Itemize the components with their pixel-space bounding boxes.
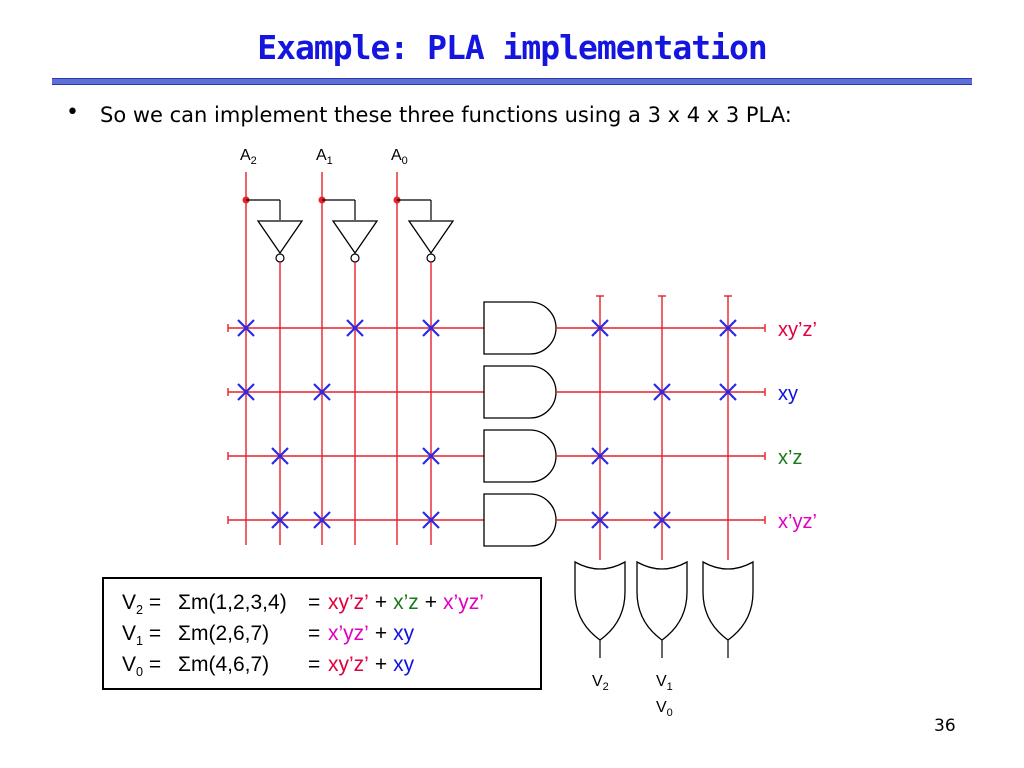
inverter-bubble-2 (426, 253, 436, 263)
equation-term: x’z (393, 591, 419, 614)
equation-term: + (374, 591, 388, 614)
equation-term: x’yz’ (328, 622, 369, 645)
product-term-label-2: x’z (778, 447, 802, 469)
inverter-icon-1 (331, 220, 379, 255)
equation-term: + (424, 591, 438, 614)
equation-term: x’yz’ (443, 591, 484, 614)
equation-term: + (374, 622, 388, 645)
equation-term: xy’z’ (328, 653, 369, 676)
equation-equals: = (308, 591, 321, 614)
equation-equals: = (308, 622, 321, 645)
product-term-label-1: xy (778, 383, 798, 405)
or-connection-mark (591, 447, 609, 465)
and-connection-mark (271, 447, 289, 465)
and-connection-mark (422, 447, 440, 465)
equation-term: xy’z’ (328, 591, 369, 614)
equation-lhs: V0 = (122, 653, 162, 680)
or-gate-icon-2 (702, 560, 754, 641)
page-number: 36 (934, 716, 956, 736)
title-divider (52, 78, 972, 85)
product-term-label-0: xy’z’ (778, 319, 817, 341)
equation-term: + (374, 653, 388, 676)
and-gate-icon-1 (483, 365, 557, 419)
equation-lhs: V1 = (122, 622, 162, 649)
output-label-0: V2 (592, 673, 609, 693)
output-label-2: V0 (656, 699, 673, 719)
slide-title: Example: PLA implementation (257, 28, 767, 67)
or-gate-icon-0 (574, 560, 626, 641)
or-connection-mark (719, 383, 737, 401)
or-gate-icon-1 (636, 560, 688, 641)
and-connection-mark (313, 511, 331, 529)
equation-equals: = (308, 653, 321, 676)
and-connection-mark (346, 319, 364, 337)
or-connection-mark (719, 319, 737, 337)
equation-minterms: Σm(1,2,3,4) (178, 591, 287, 614)
and-gate-icon-2 (483, 429, 557, 483)
bullet-icon: • (66, 100, 79, 125)
or-connection-mark (653, 383, 671, 401)
inverter-bubble-1 (350, 253, 360, 263)
and-connection-mark (237, 319, 255, 337)
and-connection-mark (313, 383, 331, 401)
equation-row: V2 =Σm(1,2,3,4)=xy’z’+x’z+x’yz’ (122, 591, 490, 617)
input-label-2: A0 (391, 147, 408, 167)
equation-term: xy (393, 653, 415, 676)
equation-box: V2 =Σm(1,2,3,4)=xy’z’+x’z+x’yz’V1 =Σm(2,… (102, 577, 542, 690)
equation-lhs: V2 = (122, 591, 162, 618)
and-connection-mark (422, 319, 440, 337)
equation-minterms: Σm(4,6,7) (178, 653, 270, 676)
and-connection-mark (422, 511, 440, 529)
and-gate-icon-0 (483, 301, 557, 355)
input-label-0: A2 (240, 147, 257, 167)
equation-row: V1 = Σm(2,6,7) = x’yz’+xy (122, 622, 420, 648)
product-term-label-3: x’yz’ (778, 511, 817, 533)
bullet-text: So we can implement these three function… (100, 103, 792, 127)
equation-minterms: Σm(2,6,7) (178, 622, 270, 645)
and-gate-icon-3 (483, 493, 557, 547)
inverter-icon-0 (256, 220, 304, 255)
and-connection-mark (237, 383, 255, 401)
or-connection-mark (653, 511, 671, 529)
or-connection-mark (591, 319, 609, 337)
output-label-1: V1 (656, 673, 673, 693)
input-label-1: A1 (316, 147, 333, 167)
equation-term: xy (393, 622, 415, 645)
equation-row: V0 = Σm(4,6,7) = xy’z’+xy (122, 653, 420, 679)
inverter-bubble-0 (275, 253, 285, 263)
inverter-icon-2 (407, 220, 455, 255)
or-connection-mark (591, 511, 609, 529)
and-connection-mark (271, 511, 289, 529)
